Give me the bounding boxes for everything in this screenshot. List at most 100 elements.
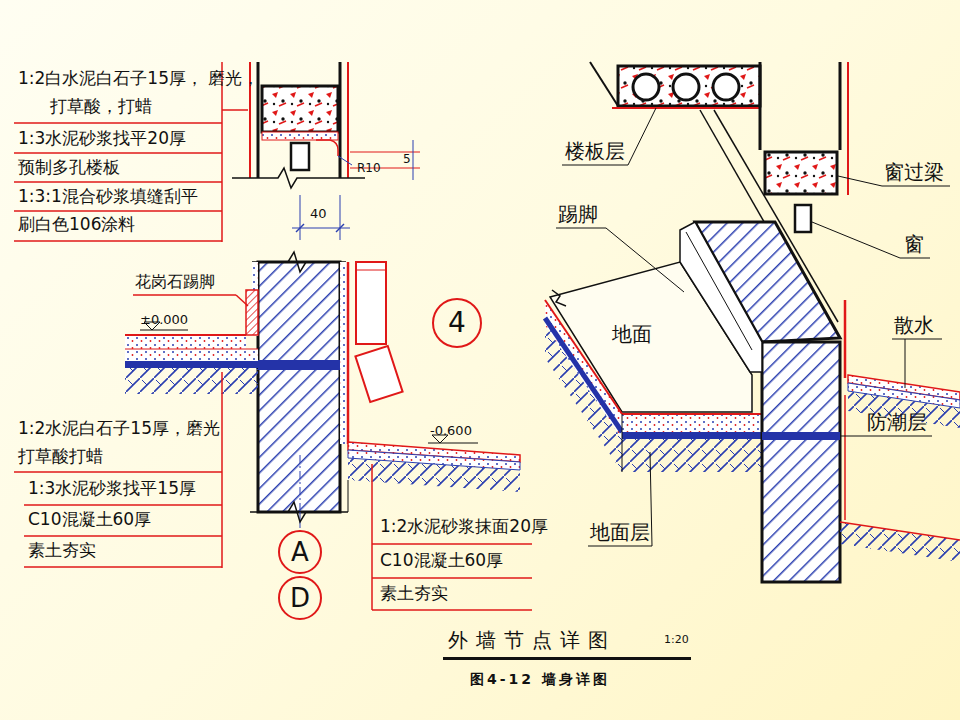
dimension-lines [300, 195, 301, 240]
floor-slab [633, 74, 659, 100]
upper-wall-section [291, 143, 309, 170]
callout-frames [221, 62, 223, 242]
floor-3d [622, 413, 762, 415]
circle-number: A [291, 539, 309, 565]
axis-circle: A [278, 530, 322, 574]
upper-wall-3d [765, 152, 837, 194]
callout-label: C10混凝土60厚 [380, 550, 503, 570]
leader-lines [556, 108, 950, 546]
lower-wall-section [246, 290, 258, 335]
leader-lines [562, 165, 628, 166]
callout-frames [24, 566, 222, 568]
floor-3d [622, 432, 762, 439]
callout-label: C10混凝土60厚 [28, 509, 151, 529]
callout-label: 地面 [612, 322, 652, 346]
lower-wall-section [300, 455, 301, 512]
upper-wall-3d [795, 205, 811, 232]
callout-label: 1:2水泥白石子15厚，磨光 打草酸打蜡 [18, 414, 248, 470]
callout-frames [428, 443, 478, 444]
floor-3d [622, 439, 762, 472]
callout-frames [14, 181, 222, 183]
circle-number: 4 [448, 309, 466, 337]
floor-3d [622, 414, 623, 472]
callout-frames [24, 504, 222, 506]
callout-label: 40 [310, 206, 327, 222]
leader-lines [865, 436, 932, 437]
lower-wall-section [258, 262, 340, 512]
dimension-lines [413, 140, 414, 180]
upper-wall-3d [847, 62, 849, 195]
wall-3d [762, 342, 840, 582]
callout-label: 散水 [894, 313, 934, 337]
apron-3d [840, 522, 960, 540]
floor-3d [545, 325, 622, 472]
callout-frames [372, 577, 532, 579]
floor-3d [552, 290, 566, 306]
callout-frames [222, 109, 248, 111]
callout-label: 窗 [904, 232, 924, 256]
apron [348, 458, 520, 492]
lower-wall-section [252, 252, 346, 272]
callout-label: 素土夯实 [380, 583, 448, 603]
floor-slab [673, 74, 699, 100]
upper-wall-section [347, 62, 349, 178]
callout-frames [221, 372, 223, 568]
floor-slab [590, 62, 760, 108]
interior-floor [125, 368, 258, 394]
circle-number: D [290, 585, 310, 611]
leader-lines [838, 176, 882, 186]
upper-wall-section [232, 168, 365, 188]
upper-wall-3d [759, 62, 762, 150]
interior-floor [125, 334, 246, 336]
callout-label: 刷白色106涂料 [18, 214, 135, 234]
wall-3d [680, 222, 762, 372]
callout-label: 窗过梁 [884, 160, 944, 184]
callout-frames [236, 295, 248, 306]
floor-3d [622, 414, 762, 432]
callout-frames [24, 535, 222, 537]
apron-3d [840, 522, 960, 562]
callout-frames [14, 152, 222, 154]
lower-wall-section [340, 262, 348, 444]
callout-label: 1:2水泥砂浆抹面20厚 [380, 516, 548, 536]
title-underline [443, 657, 691, 660]
leader-lines [882, 186, 950, 187]
callout-frames [133, 294, 236, 296]
leader-lines [588, 546, 652, 547]
interior-floor [125, 349, 258, 361]
callout-label: 1:3:1混合砂浆填缝刮平 [18, 186, 198, 206]
callout-label: 楼板层 [565, 139, 625, 163]
dimension-lines [292, 140, 420, 240]
interior-floor [125, 349, 258, 350]
upper-wall-section [262, 132, 338, 140]
leader-lines [840, 436, 865, 437]
callout-label: -0.600 [430, 423, 472, 439]
callout-label: 预制多孔楼板 [18, 157, 120, 177]
interior-floor [125, 335, 258, 394]
wall-3d [844, 300, 847, 378]
callout-label: 5 [403, 152, 411, 166]
upper-wall-3d [839, 62, 842, 150]
axis-circle: D [278, 576, 322, 620]
floor-slab [618, 66, 760, 106]
rain-pipe [355, 262, 402, 402]
leader-lines [556, 228, 606, 229]
callout-frames [14, 240, 222, 242]
callout-label: 素土夯实 [28, 540, 96, 560]
wall-3d [844, 395, 846, 520]
callout-frames [14, 471, 222, 473]
lower-wall-section [246, 252, 348, 528]
callout-label: ±0.000 [140, 312, 188, 328]
callout-label: 防潮层 [867, 410, 927, 434]
title-underline [443, 657, 691, 660]
upper-wall-section [262, 86, 338, 132]
leader-lines [892, 339, 942, 340]
callout-label: 花岗石踢脚 [135, 272, 215, 291]
leader-lines [606, 228, 684, 292]
callout-label: R10 [357, 161, 381, 175]
callout-frames [372, 609, 532, 611]
figure-caption: 图4-12 墙身详图 [470, 671, 610, 688]
lower-wall-section [347, 262, 350, 444]
dimension-lines [336, 224, 344, 232]
interior-floor [125, 335, 246, 349]
